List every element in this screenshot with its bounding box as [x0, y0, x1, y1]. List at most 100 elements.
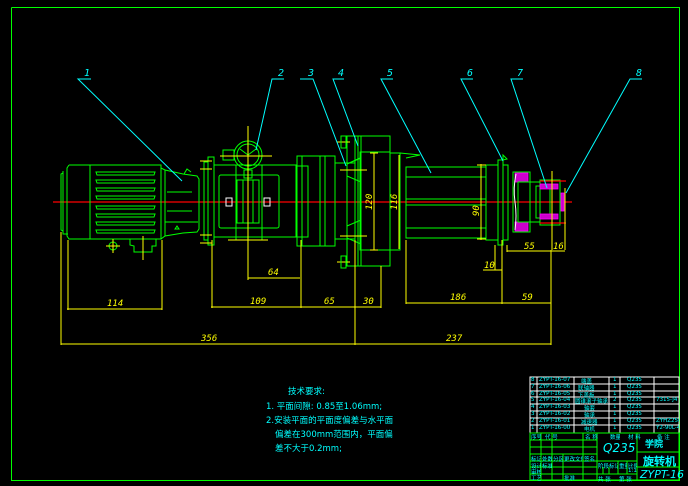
part-code: ZYPT-16-02 — [539, 411, 571, 417]
shaft-housing — [399, 152, 509, 246]
part-code: ZYPT-16-07 — [539, 377, 571, 383]
part-material: Q235 — [627, 404, 642, 410]
label-sign: 签名 — [584, 457, 596, 463]
callout-6: 6 — [467, 68, 473, 79]
tech-req-line-2: 2.安装平面的平面度偏差与水平面 — [266, 416, 394, 426]
label-design: 设计 — [531, 464, 541, 470]
dim-116: 116 — [390, 194, 400, 210]
tech-req-line-1: 1. 平面间隙: 0.85至1.06mm; — [266, 402, 383, 412]
part-qty: 1 — [613, 411, 617, 417]
label-weight: 重量 — [619, 464, 627, 470]
part-no: 5 — [531, 397, 535, 403]
part-name: 减速器 — [581, 420, 598, 426]
part-note: 7315-J4 — [656, 397, 678, 403]
dim-55: 55 — [524, 242, 535, 252]
part-note: ZYHZ250 — [656, 418, 679, 424]
part-qty: 2 — [613, 397, 617, 403]
part-name: 轴承 — [584, 413, 596, 419]
part-qty: 1 — [613, 391, 617, 397]
callout-3: 3 — [307, 68, 314, 79]
dimension-lines — [60, 152, 565, 345]
header-note: 备 注 — [657, 435, 670, 441]
part-no: 1 — [531, 425, 535, 431]
part-qty: 1 — [613, 377, 617, 383]
dim-16: 16 — [553, 242, 564, 252]
dim-90: 90 — [472, 205, 482, 216]
label-change-doc: 更改文件号 — [564, 457, 583, 463]
part-name: 圆锥滚子轴承 — [575, 399, 609, 405]
part-name: 端盖 — [581, 379, 593, 385]
part-name: 下盖板 — [578, 393, 595, 399]
part-code: ZYPT-16-05 — [539, 391, 571, 397]
title-block-grid — [529, 376, 680, 481]
coupling — [512, 171, 566, 250]
label-count: 处数 — [542, 457, 552, 463]
header-name: 名 称 — [585, 435, 598, 441]
callout-4: 4 — [338, 68, 344, 79]
tech-req-line-3: 偏差在300mm范围内，平面偏 — [275, 430, 393, 440]
label-check: 审核 — [531, 470, 541, 476]
part-no: 8 — [531, 377, 535, 383]
part-material: Q235 — [627, 377, 642, 383]
bearing-housing — [337, 135, 401, 269]
dim-186: 186 — [450, 293, 466, 303]
header-no: 序号 — [531, 435, 541, 441]
label-ratio: 比例 — [628, 464, 637, 470]
part-material: Q235 — [627, 411, 642, 417]
part-material: Q235 — [627, 418, 642, 424]
part-qty: 1 — [613, 384, 617, 390]
part-code: ZYPT-16-00 — [539, 425, 571, 431]
part-material: Q235 — [627, 397, 642, 403]
part-qty: 1 — [613, 418, 617, 424]
part-name: 联轴器 — [578, 386, 595, 392]
organization-name: 学院 — [645, 440, 664, 450]
part-code: ZYPT-16-01 — [539, 418, 571, 424]
label-mark: 标记 — [531, 457, 541, 463]
label-process: 工艺 — [531, 476, 541, 482]
label-sheet: 第 张 — [619, 477, 632, 483]
label-standard: 标准化 — [542, 464, 552, 470]
dim-30: 30 — [362, 297, 374, 307]
label-approve: 批准 — [564, 476, 576, 482]
callout-1: 1 — [84, 68, 90, 79]
dim-237: 237 — [446, 334, 463, 344]
part-qty: 1 — [613, 425, 617, 431]
reducer — [200, 126, 356, 260]
label-sheet-total: 共 张 — [598, 477, 611, 483]
drawing-number: ZYPT-16 — [640, 468, 685, 481]
dim-59: 59 — [522, 293, 533, 303]
drawing-title: 旋转机 — [643, 455, 676, 468]
part-code: ZYPT-16-06 — [539, 384, 571, 390]
dim-64: 64 — [268, 268, 279, 278]
header-material: 材 料 — [628, 435, 641, 441]
part-material: Q235 — [627, 391, 642, 397]
callout-7: 7 — [517, 68, 523, 79]
part-no: 4 — [531, 404, 535, 410]
part-code: ZYPT-16-04 — [539, 397, 571, 403]
part-no: 3 — [531, 411, 535, 417]
dim-65: 65 — [324, 297, 335, 307]
part-name: 轴套 — [584, 406, 596, 412]
part-material: Q235 — [627, 425, 642, 431]
tech-req-heading: 技术要求: — [288, 387, 325, 397]
motor — [60, 164, 200, 260]
callout-2: 2 — [278, 68, 284, 79]
dim-10: 10 — [484, 261, 495, 271]
part-note: Y2-90L-4 — [656, 425, 679, 431]
part-code: ZYPT-16-03 — [539, 404, 571, 410]
leader-lines — [76, 78, 642, 194]
dim-109: 109 — [250, 297, 266, 307]
callout-5: 5 — [387, 68, 393, 79]
dim-120: 120 — [365, 194, 375, 210]
dim-114: 114 — [107, 299, 123, 309]
part-name: 电机 — [584, 427, 596, 433]
callout-8: 8 — [636, 68, 642, 79]
part-qty: 1 — [613, 404, 617, 410]
label-stage: 阶段标记 — [598, 464, 618, 470]
part-no: 2 — [531, 418, 535, 424]
material-value: Q235 — [603, 441, 636, 455]
part-no: 6 — [531, 391, 535, 397]
part-material: Q235 — [627, 384, 642, 390]
header-code: 代 号 — [545, 435, 558, 441]
